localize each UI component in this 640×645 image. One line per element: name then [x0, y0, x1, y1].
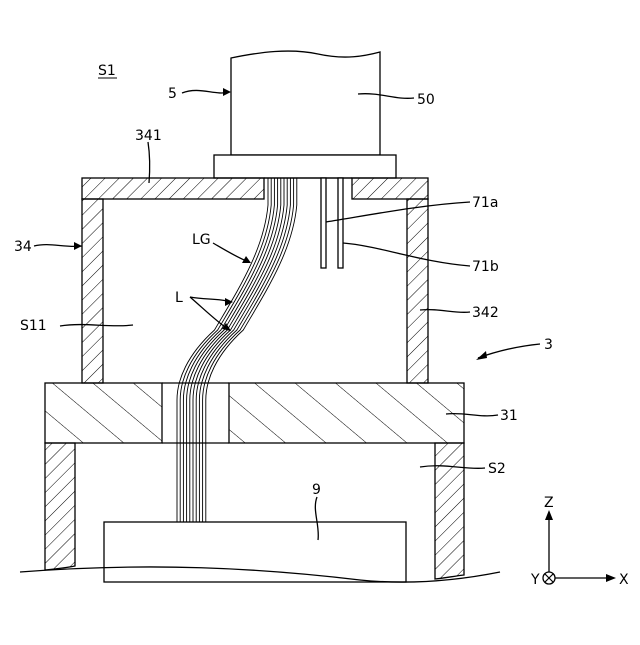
- label-31: 31: [500, 408, 518, 424]
- lid-341-left: [82, 178, 264, 199]
- x-axis-arrowhead: [606, 574, 616, 582]
- optical-fiber-strand: [183, 178, 274, 522]
- axis-label-x: X: [619, 572, 629, 588]
- leader-5: [182, 90, 229, 93]
- base-plate-31-right: [229, 383, 464, 443]
- sheet-label: S1: [98, 63, 116, 79]
- leader-341: [148, 142, 150, 183]
- label-L: L: [175, 290, 183, 306]
- component-9: [104, 522, 406, 582]
- label-3: 3: [544, 337, 553, 353]
- leader-71a: [326, 202, 470, 222]
- label-341: 341: [135, 128, 162, 144]
- label-LG: LG: [192, 232, 211, 248]
- label-S11: S11: [20, 318, 47, 334]
- leader-L2-arrowhead: [222, 323, 231, 331]
- label-71a: 71a: [472, 195, 498, 211]
- base-plate-31-left: [45, 383, 162, 443]
- label-9: 9: [312, 482, 321, 498]
- label-71b: 71b: [472, 259, 499, 275]
- component-5-base: [214, 155, 396, 178]
- leader-LG: [213, 243, 249, 262]
- label-342: 342: [472, 305, 499, 321]
- optical-fiber-strand: [180, 178, 271, 522]
- component-5-body: [231, 51, 380, 155]
- leader-3-arrowhead: [476, 351, 487, 360]
- pin-71a: [321, 178, 326, 268]
- label-5: 5: [168, 86, 177, 102]
- light-guide-bundle: [177, 178, 297, 522]
- leader-3: [478, 344, 540, 358]
- side-wall-right-342: [407, 199, 428, 383]
- label-50: 50: [417, 92, 435, 108]
- leader-34-arrowhead: [74, 242, 82, 250]
- label-S2: S2: [488, 461, 506, 477]
- optical-fiber-strand: [177, 178, 268, 522]
- lower-wall-left: [45, 443, 75, 570]
- leader-5-arrowhead: [223, 88, 231, 96]
- axis-label-y: Y: [530, 572, 540, 588]
- leader-L-2: [190, 297, 229, 330]
- lid-341-right: [352, 178, 428, 199]
- axis-label-z: Z: [544, 495, 554, 511]
- z-axis-arrowhead: [545, 510, 553, 520]
- pin-71b: [338, 178, 343, 268]
- lower-wall-right: [435, 443, 464, 579]
- leader-L-1: [190, 297, 231, 302]
- coordinate-axes: Z Y X: [530, 495, 629, 588]
- label-34: 34: [14, 239, 32, 255]
- side-wall-left: [82, 199, 103, 383]
